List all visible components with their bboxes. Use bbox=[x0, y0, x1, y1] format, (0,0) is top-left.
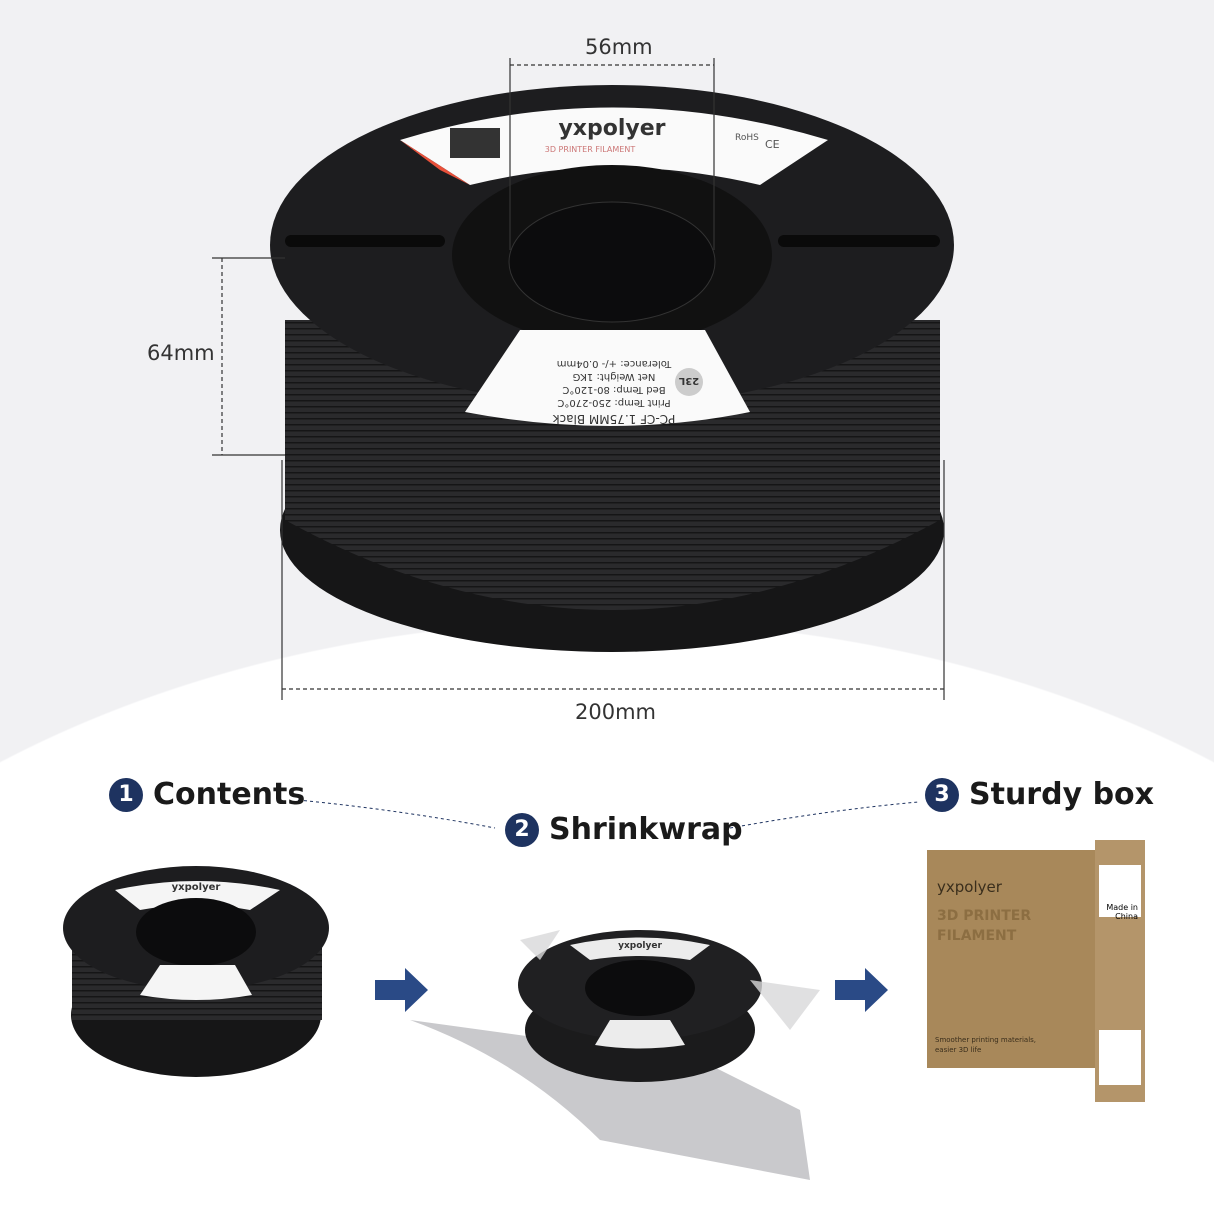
box-brand: yxpolyer bbox=[937, 878, 1002, 896]
ce-mark: CE bbox=[765, 138, 780, 151]
flange-slot bbox=[285, 235, 445, 247]
flange-slot bbox=[778, 235, 940, 247]
box-slogan: Smoother printing materials, bbox=[935, 1036, 1037, 1044]
top-label bbox=[400, 107, 828, 185]
box-side: Made in China bbox=[1095, 840, 1145, 1102]
rohs-mark: RoHS bbox=[735, 133, 759, 143]
step-connector bbox=[297, 799, 919, 829]
shrinkwrapped-spool: yxpolyer bbox=[410, 930, 820, 1180]
spool-brand: yxpolyer bbox=[558, 116, 665, 141]
spool-tagline: 3D PRINTER FILAMENT bbox=[545, 145, 636, 154]
spec-tolerance: Tolerance: +/- 0.04mm bbox=[557, 358, 673, 369]
small-spool: yxpolyer bbox=[63, 866, 329, 1077]
label-color-stripe bbox=[400, 140, 470, 185]
box-spec-sticker: Made in China bbox=[1099, 865, 1141, 921]
hub-diameter-label: 56mm bbox=[585, 35, 653, 59]
step-number-badge: 3 bbox=[925, 777, 959, 812]
box-title-line2: FILAMENT bbox=[937, 928, 1017, 944]
spec-product: PC-CF 1.75MM Black bbox=[553, 412, 676, 426]
step-label: Sturdy box bbox=[969, 777, 1155, 812]
small-spool-brand: yxpolyer bbox=[172, 882, 221, 893]
spec-code: 23L bbox=[678, 375, 699, 386]
box-origin: Made in China bbox=[1106, 903, 1138, 921]
wrapped-spool-brand: yxpolyer bbox=[618, 941, 662, 951]
spec-print-temp: Print Temp: 250-270°C bbox=[557, 397, 670, 408]
code-badge bbox=[675, 368, 703, 396]
step-number-badge: 1 bbox=[109, 777, 143, 812]
outer-diameter-label: 200mm bbox=[575, 700, 656, 724]
box-front: yxpolyer 3D PRINTER FILAMENT Smoother pr… bbox=[927, 850, 1095, 1068]
box-slogan: easier 3D life bbox=[935, 1046, 982, 1054]
step-shrinkwrap: 2 Shrinkwrap bbox=[505, 812, 743, 847]
step-label: Shrinkwrap bbox=[549, 812, 743, 847]
dimension-lines bbox=[212, 58, 945, 700]
packaging-images: yxpolyer yxpolyer bbox=[63, 866, 888, 1180]
main-spool-image: yxpolyer 3D PRINTER FILAMENT RoHS CE PC-… bbox=[212, 58, 954, 700]
spec-label bbox=[465, 330, 750, 426]
step-label: Contents bbox=[153, 777, 306, 812]
box-barcode-sticker bbox=[1099, 1030, 1141, 1085]
box-title-line1: 3D PRINTER bbox=[937, 908, 1032, 924]
filament-winding bbox=[285, 320, 940, 610]
spec-bed-temp: Bed Temp: 80-120°C bbox=[562, 384, 665, 395]
qr-code-icon bbox=[450, 128, 500, 158]
arrow-right-icon bbox=[835, 968, 888, 1012]
step-number-badge: 2 bbox=[505, 812, 539, 847]
spec-net-weight: Net Weight: 1KG bbox=[573, 371, 656, 382]
width-label: 64mm bbox=[147, 341, 215, 365]
hub-inner bbox=[508, 201, 716, 323]
step-sturdy-box: 3 Sturdy box bbox=[925, 777, 1154, 812]
step-contents: 1 Contents bbox=[109, 777, 305, 812]
arrow-right-icon bbox=[375, 968, 428, 1012]
